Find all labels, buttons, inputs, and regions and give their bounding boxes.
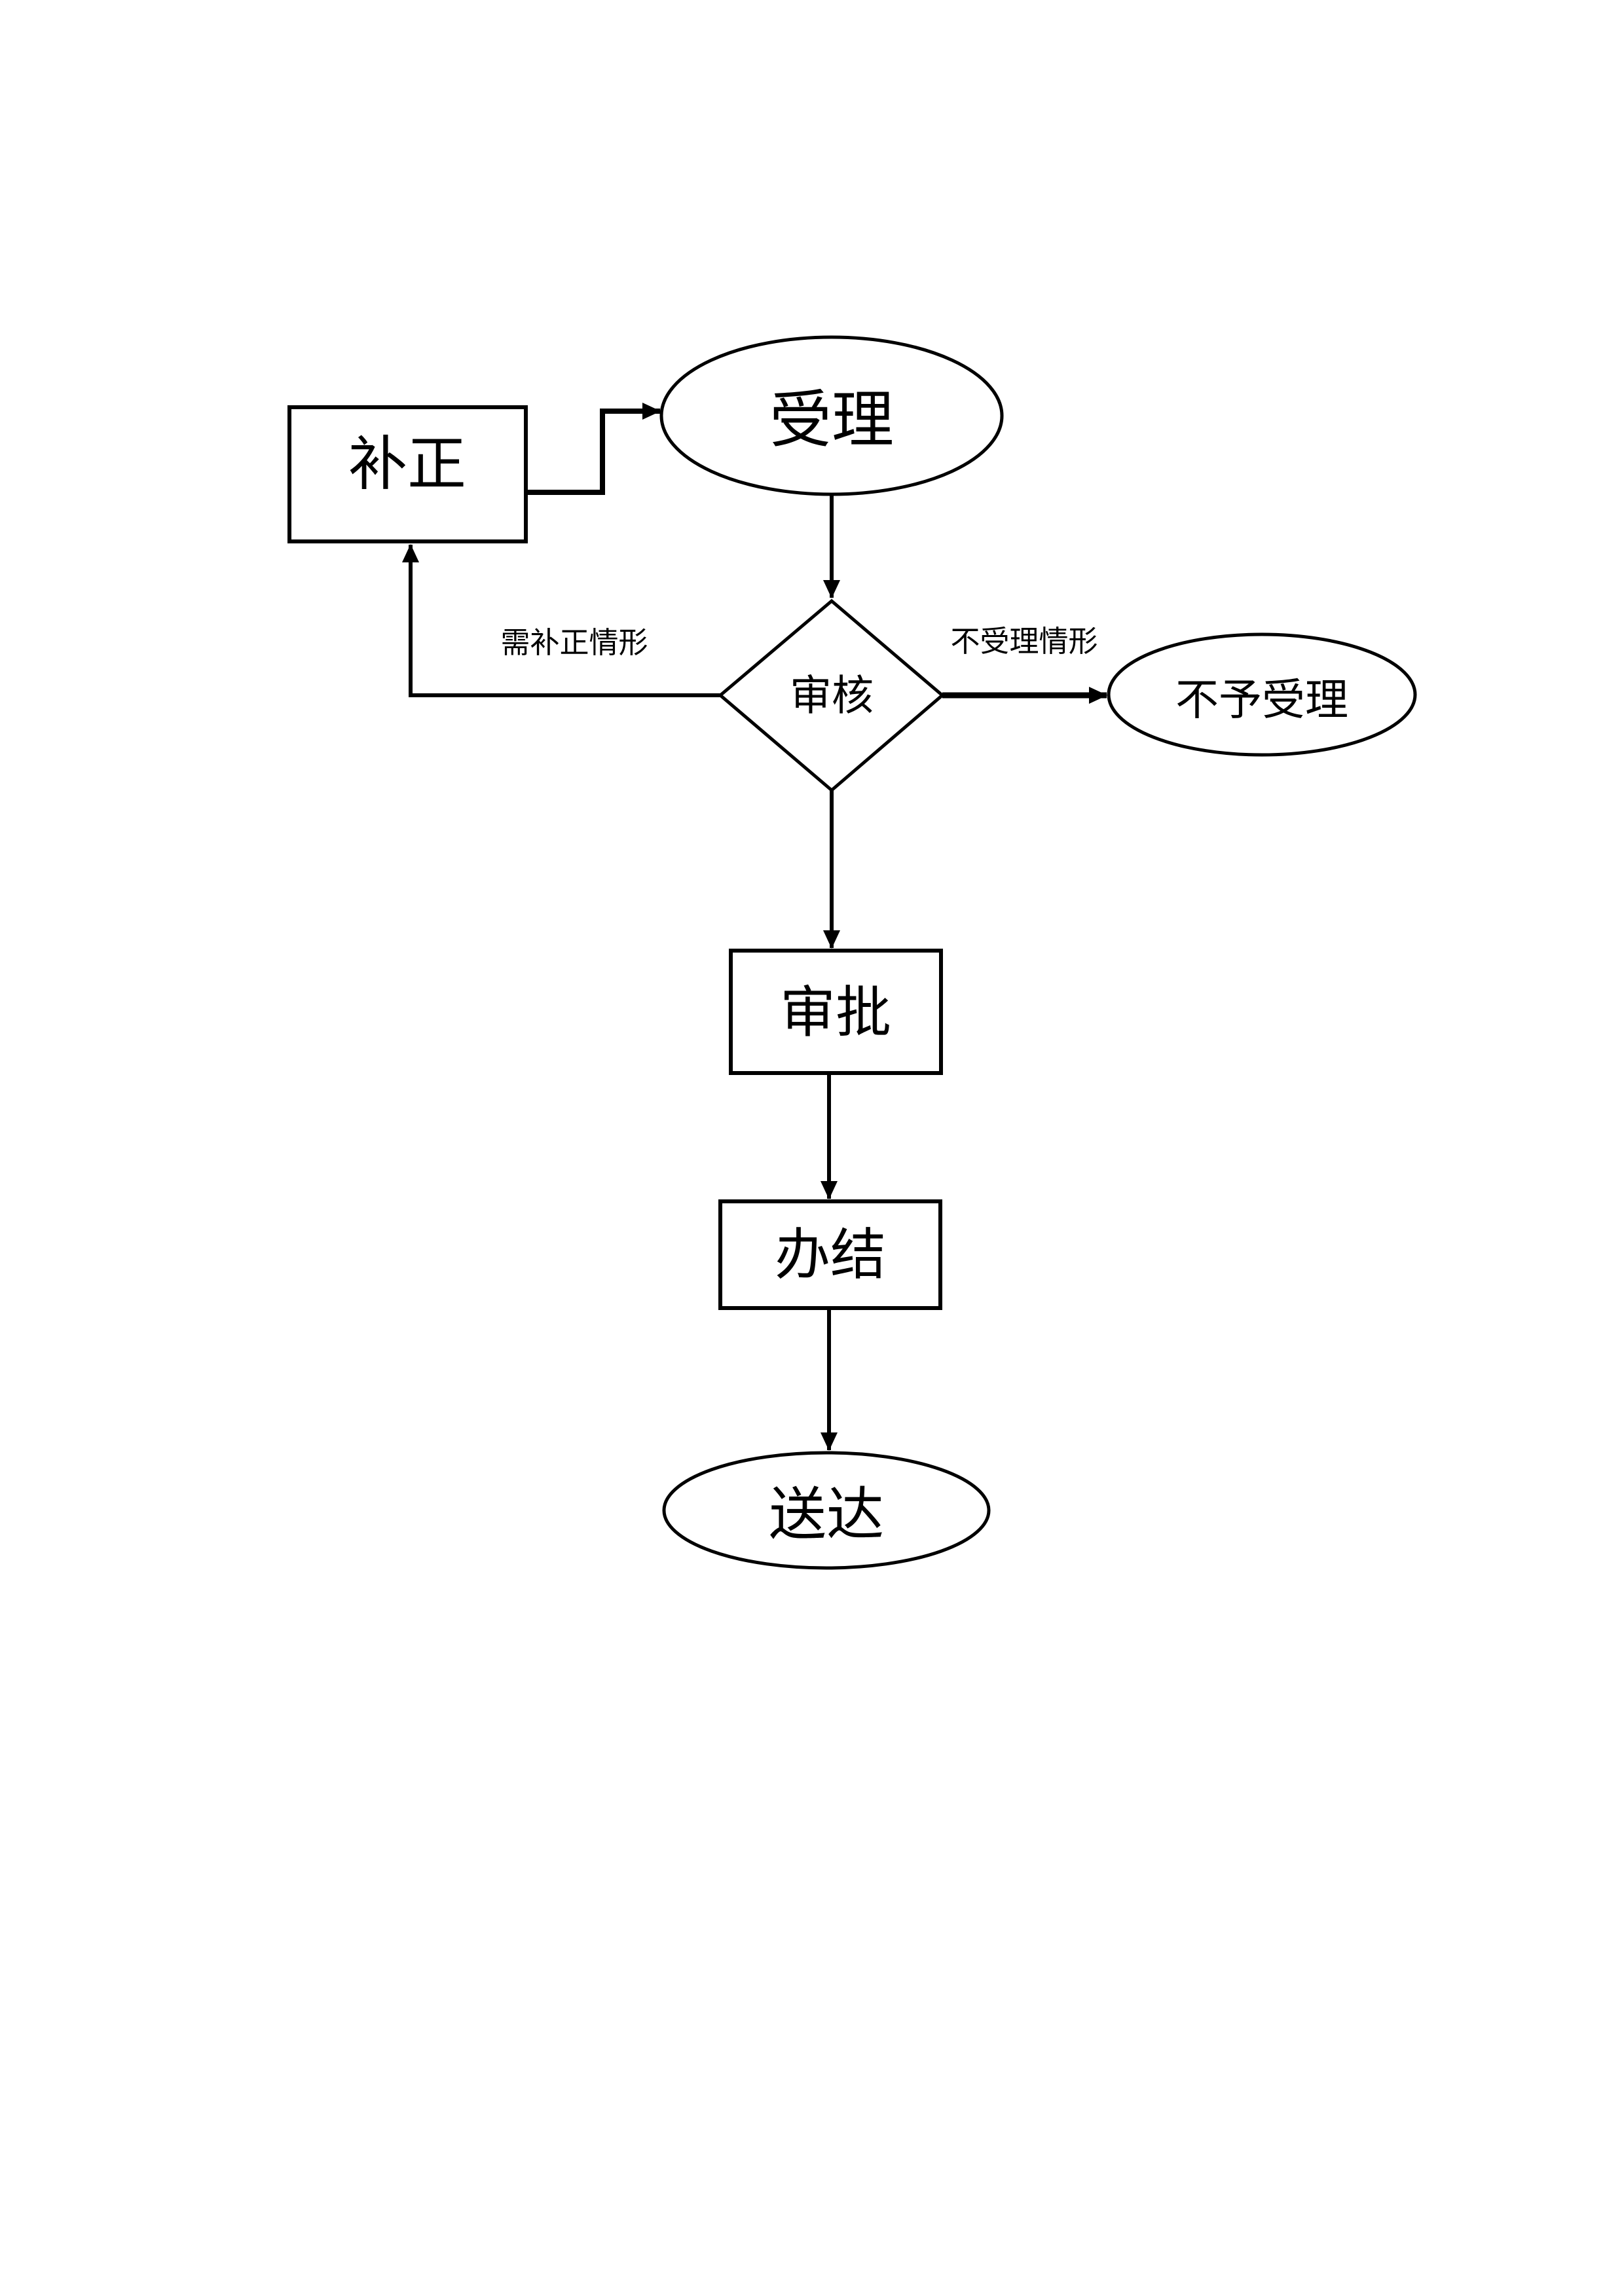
node-buzheng-label: 补正	[348, 433, 466, 498]
edge-shenhe-to-buzheng	[402, 544, 720, 697]
edge-label-not-accept: 不受理情形	[950, 625, 1098, 658]
node-shenpi-shape	[729, 949, 943, 1075]
edge-label-need-supplement: 需补正情形	[500, 627, 648, 659]
node-buyushouli-label: 不予受理	[1175, 677, 1348, 725]
node-buzheng-shape	[287, 405, 528, 543]
node-shenpi-label: 审批	[780, 983, 891, 1044]
edge-buzheng-to-shouli	[526, 403, 661, 495]
node-shouli-shape	[659, 335, 1004, 496]
node-banjie-label: 办结	[775, 1225, 886, 1286]
node-songda-shape	[662, 1451, 991, 1570]
node-shenhe-label: 审核	[790, 673, 874, 720]
node-shenhe-shape	[718, 598, 945, 793]
node-shouli-label: 受理	[769, 386, 894, 455]
node-banjie-shape	[718, 1199, 942, 1310]
node-songda-label: 送达	[769, 1484, 884, 1548]
node-buyushouli-shape	[1107, 632, 1417, 757]
